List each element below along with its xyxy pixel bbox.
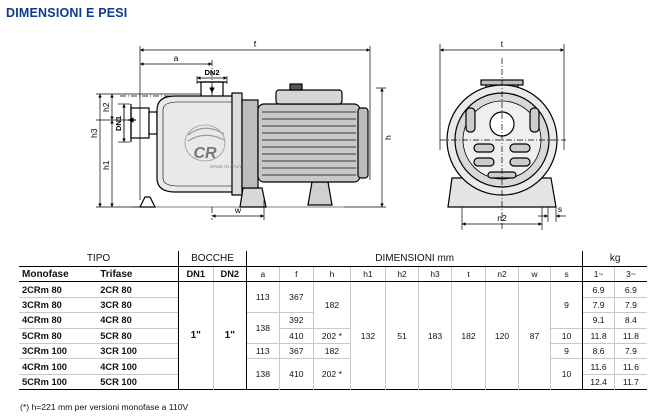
pump-side-view	[130, 81, 369, 208]
col-h: h	[313, 266, 351, 283]
col-trifase: Trifase	[97, 266, 179, 283]
cell-dn1: 1"	[178, 281, 214, 390]
col-h1: h1	[349, 266, 386, 283]
dim-label-t: t	[501, 39, 504, 49]
table-row: 2CRm 80 2CR 80 1" 1" 113 367 182 132 51 …	[19, 281, 647, 390]
col-h3: h3	[417, 266, 452, 283]
dim-label-a: a	[174, 53, 179, 63]
group-tipo: TIPO	[19, 251, 179, 267]
col-dn1: DN1	[178, 266, 214, 283]
col-s: s	[549, 266, 583, 283]
col-a: a	[246, 266, 280, 283]
group-bocche: BOCCHE	[178, 251, 247, 267]
dim-label-h: h	[383, 135, 393, 140]
col-monofase: Monofase	[19, 266, 98, 283]
dim-label-h3: h3	[89, 128, 99, 138]
svg-text:MADE IN ITALY: MADE IN ITALY	[210, 164, 242, 169]
col-kg-mono: 1~	[582, 266, 615, 283]
page-title: DIMENSIONI E PESI	[6, 6, 128, 20]
group-kg: kg	[582, 251, 647, 267]
brand-logo: CR MADE IN ITALY	[184, 124, 242, 169]
footnote: (*) h=221 mm per versioni monofase a 110…	[20, 402, 189, 412]
table-row: 4CRm 80 4CR 80 138 392 9.1 8.4	[19, 312, 647, 344]
dim-label-w: w	[234, 205, 242, 215]
dim-label-n2: n2	[497, 213, 507, 223]
col-t: t	[451, 266, 486, 283]
technical-drawings: CR MADE IN ITALY f a DN2 DN1	[89, 39, 566, 230]
dim-label-dn1: DN1	[114, 116, 123, 131]
dimensions-weights-table: TIPO BOCCHE DIMENSIONI mm kg Monofase Tr…	[19, 251, 647, 390]
svg-text:CR: CR	[193, 145, 217, 162]
table-row: 4CRm 100 4CR 100 138 410 202 * 10 11.6 1…	[19, 358, 647, 390]
col-w: w	[518, 266, 551, 283]
col-kg-tri: 3~	[613, 266, 647, 283]
col-f: f	[278, 266, 314, 283]
col-n2: n2	[484, 266, 519, 283]
cell-dn2: 1"	[212, 281, 247, 390]
dim-label-f: f	[254, 39, 257, 49]
table-row: 3CRm 100 3CR 100 113 367 182 9 8.6 7.9	[19, 343, 647, 359]
col-dn2: DN2	[212, 266, 247, 283]
dim-label-s: s	[558, 204, 562, 214]
dim-label-h1: h1	[101, 160, 111, 170]
dim-label-dn2: DN2	[204, 68, 219, 77]
col-h2: h2	[385, 266, 419, 283]
table-row: 5CRm 80 5CR 80 410 202 * 10 11.8 11.8	[19, 328, 647, 344]
dim-label-h2: h2	[101, 102, 111, 112]
group-dimensioni: DIMENSIONI mm	[246, 251, 583, 267]
